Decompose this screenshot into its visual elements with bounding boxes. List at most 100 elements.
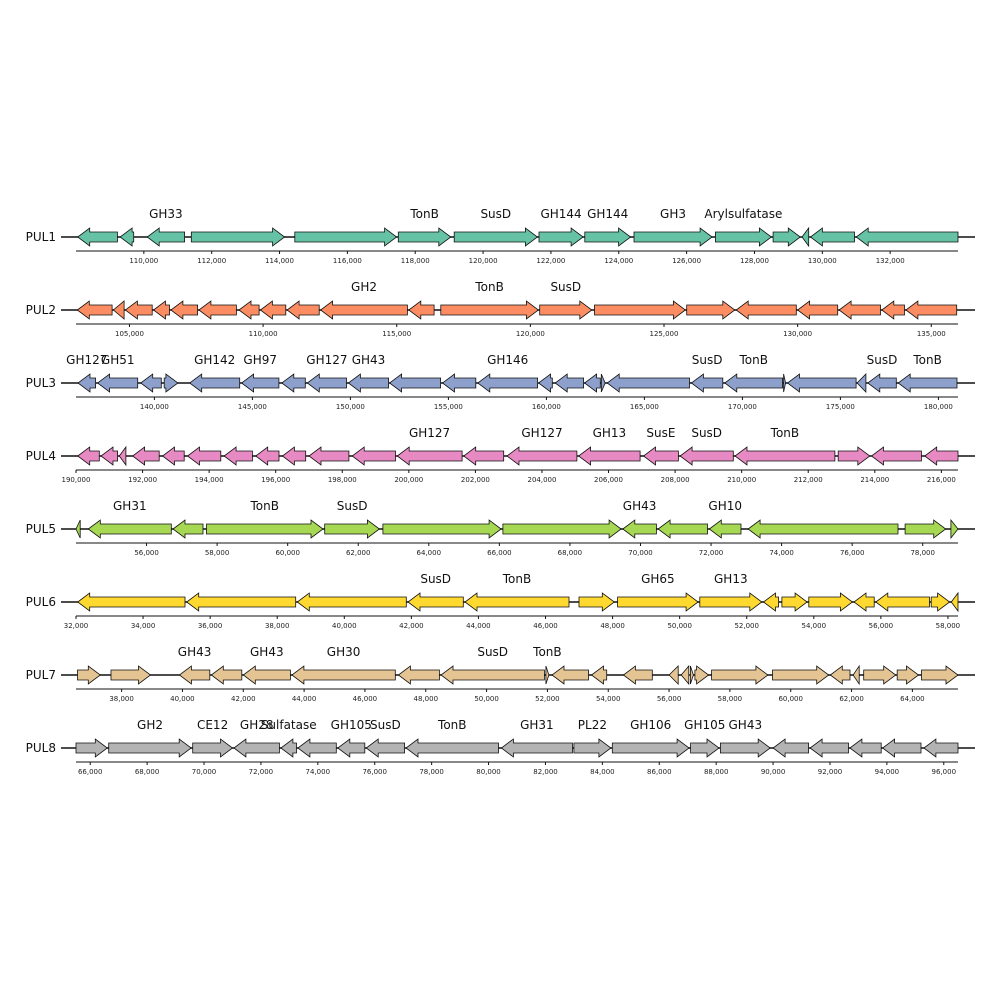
gene-arrow [690, 373, 724, 393]
gene-label: SusE [646, 426, 675, 440]
gene-arrow [724, 373, 783, 393]
gene-arrow [583, 373, 601, 393]
gene-label: GH127 [66, 353, 107, 367]
gene-arrow [108, 738, 192, 758]
gene-arrow [808, 592, 854, 612]
gene-label: TonB [912, 353, 941, 367]
gene-label: GH10 [708, 499, 742, 513]
gene-arrow [690, 665, 694, 685]
gene-label: SusD [420, 572, 451, 586]
gene-arrow [477, 373, 538, 393]
gene-arrow [77, 446, 100, 466]
gene-arrow [240, 373, 280, 393]
gene-label: SusD [692, 353, 723, 367]
track-label: PUL8 [26, 741, 56, 755]
gene-arrow [324, 519, 381, 539]
gene-arrow [617, 592, 699, 612]
gene-arrow [440, 665, 545, 685]
gene-label: TonB [770, 426, 799, 440]
axis-tick-label: 116,000 [333, 257, 362, 265]
gene-arrow [870, 446, 922, 466]
gene-label: GH13 [593, 426, 627, 440]
gene-arrow [281, 446, 307, 466]
gene-arrow [573, 738, 612, 758]
axis-tick-label: 132,000 [876, 257, 905, 265]
gene-arrow [837, 446, 871, 466]
gene-label: GH97 [243, 353, 277, 367]
gene-arrow [198, 300, 237, 320]
gene-label: CE12 [197, 718, 228, 732]
axis-tick-label: 145,000 [238, 403, 267, 411]
gene-arrow [140, 373, 162, 393]
axis-tick-label: 46,000 [533, 622, 558, 630]
axis-tick-label: 212,000 [794, 476, 823, 484]
gene-arrow [172, 519, 204, 539]
gene-arrow [875, 592, 930, 612]
axis-tick-label: 50,000 [667, 622, 692, 630]
gene-label: TonB [409, 207, 438, 221]
axis-tick-label: 84,000 [590, 768, 615, 776]
gene-arrow [382, 519, 502, 539]
gene-arrow [110, 665, 152, 685]
gene-arrow [622, 665, 653, 685]
gene-label: GH51 [101, 353, 135, 367]
gene-label: SusD [370, 718, 401, 732]
gene-arrow [397, 227, 452, 247]
gene-arrow [668, 665, 679, 685]
axis-tick-label: 40,000 [332, 622, 357, 630]
gene-arrow [77, 665, 101, 685]
gene-arrow [259, 300, 287, 320]
axis-tick-label: 210,000 [727, 476, 756, 484]
gene-arrow [611, 738, 690, 758]
gene-arrow [206, 519, 324, 539]
axis-tick-label: 58,000 [205, 549, 230, 557]
gene-label: TonB [437, 718, 466, 732]
axis-tick-label: 115,000 [382, 330, 411, 338]
gene-label: GH31 [520, 718, 554, 732]
gene-arrow [223, 446, 253, 466]
track-label: PUL3 [26, 376, 56, 390]
gene-label: GH30 [327, 645, 361, 659]
gene-arrow [242, 665, 291, 685]
gene-arrow [686, 300, 736, 320]
gene-arrow [119, 227, 135, 247]
axis-tick-label: 58,000 [936, 622, 961, 630]
gene-arrow [407, 592, 464, 612]
axis-tick-label: 122,000 [536, 257, 565, 265]
gene-arrow [233, 738, 280, 758]
gene-arrow [396, 446, 463, 466]
axis-tick-label: 140,000 [140, 403, 169, 411]
gene-arrow [896, 665, 920, 685]
gene-arrow [809, 227, 855, 247]
axis-tick-label: 48,000 [414, 695, 439, 703]
axis-tick-label: 110,000 [249, 330, 278, 338]
gene-arrow [905, 300, 958, 320]
gene-arrow [291, 665, 396, 685]
gene-label: PL22 [578, 718, 607, 732]
gene-arrow [590, 665, 608, 685]
axis-tick-label: 128,000 [740, 257, 769, 265]
axis-tick-label: 126,000 [672, 257, 701, 265]
gene-arrow [118, 445, 127, 467]
gene-arrow [75, 519, 81, 539]
gene-label: GH43 [729, 718, 763, 732]
gene-arrow [735, 300, 797, 320]
gene-arrow [622, 519, 657, 539]
gene-arrow [897, 373, 958, 393]
axis-tick-label: 170,000 [728, 403, 757, 411]
gene-arrow [690, 738, 720, 758]
axis-tick-label: 192,000 [128, 476, 157, 484]
gene-arrow [441, 373, 477, 393]
track-label: PUL2 [26, 303, 56, 317]
axis-tick-label: 38,000 [265, 622, 290, 630]
axis-tick-label: 155,000 [434, 403, 463, 411]
gene-label: GH31 [113, 499, 147, 513]
gene-arrow [600, 373, 606, 393]
axis-tick-label: 198,000 [328, 476, 357, 484]
gene-arrow [849, 738, 882, 758]
